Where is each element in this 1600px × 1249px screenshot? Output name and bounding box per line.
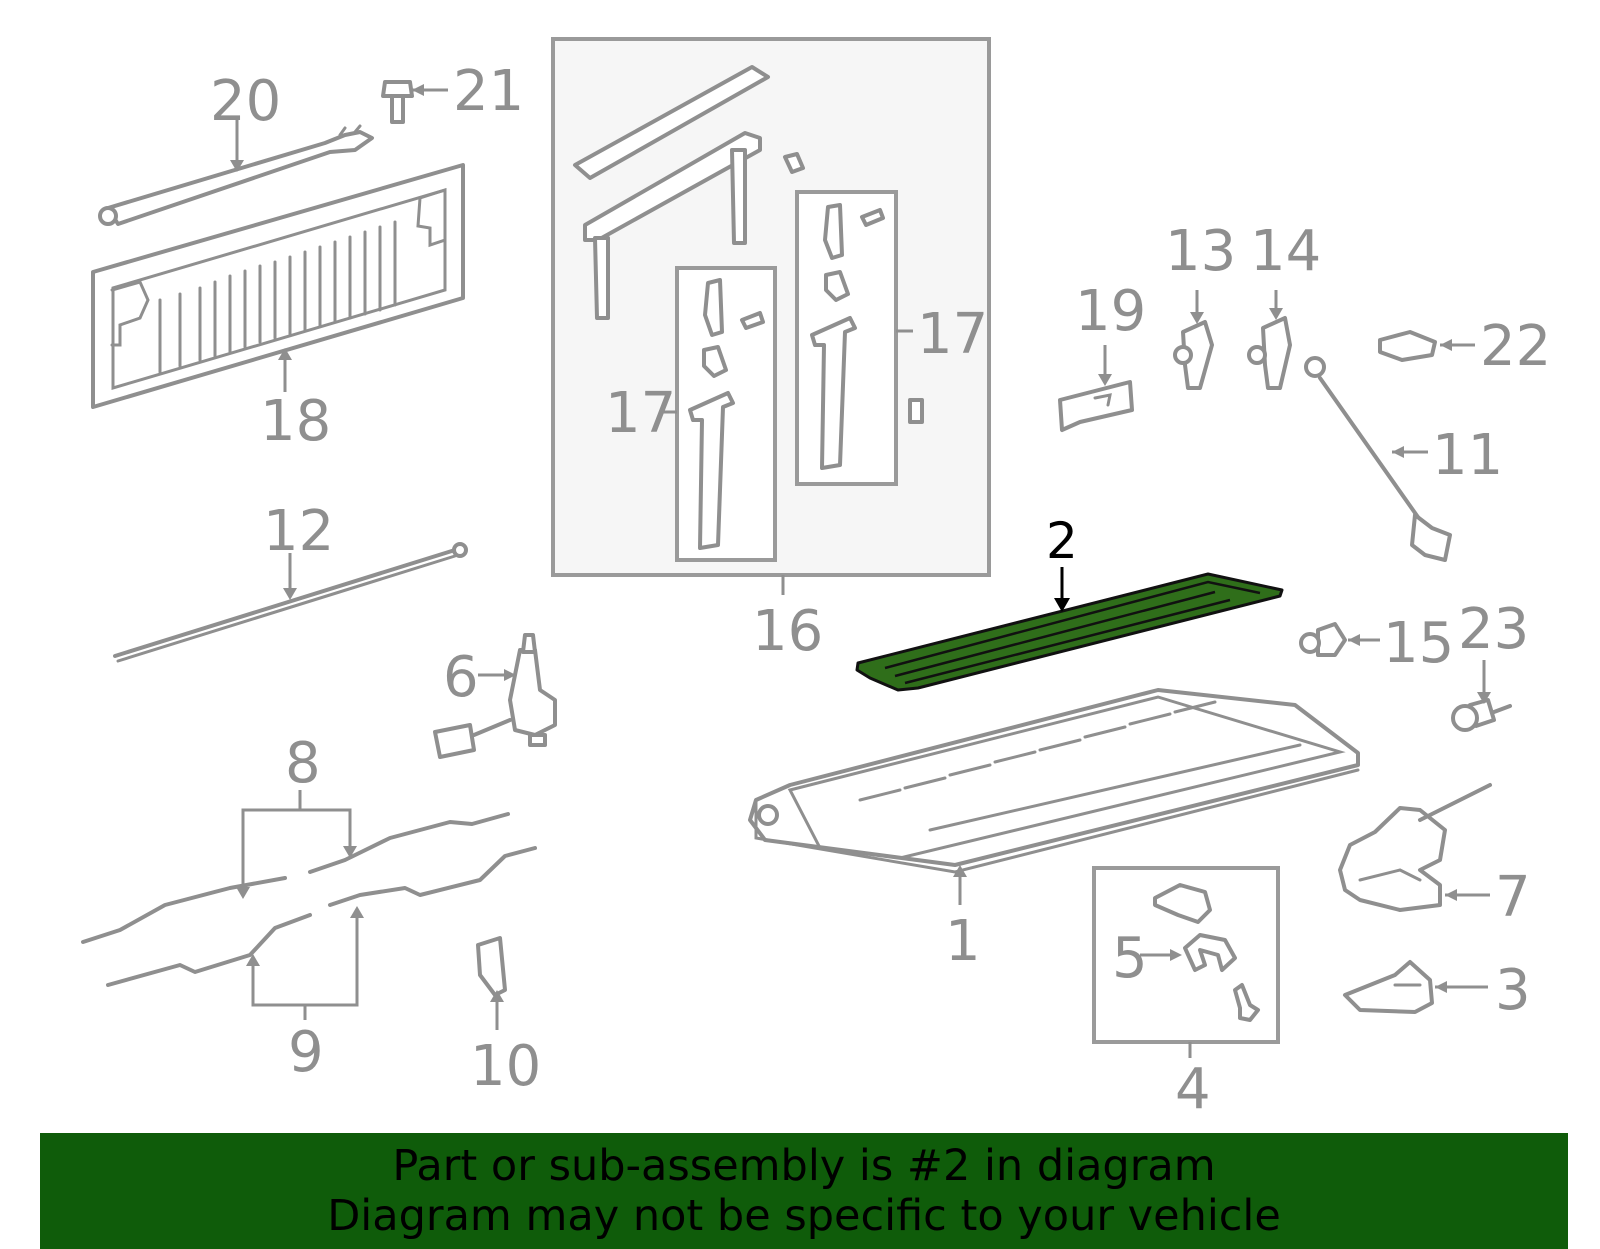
arrow-21 [412, 84, 424, 96]
callout-14[interactable]: 14 [1250, 219, 1321, 284]
callout-3[interactable]: 3 [1495, 958, 1531, 1023]
part-23-striker[interactable] [1451, 698, 1512, 732]
arrow-7 [1445, 889, 1457, 901]
arrow-20 [230, 160, 244, 172]
part-18-tailgate-panel[interactable] [91, 163, 465, 409]
part-9-rods[interactable] [106, 846, 537, 987]
part-8-rods[interactable] [81, 812, 510, 944]
part-10-clip[interactable] [476, 936, 507, 997]
callout-22[interactable]: 22 [1480, 314, 1551, 379]
info-banner: Part or sub-assembly is #2 in diagram Di… [40, 1133, 1568, 1249]
callout-6[interactable]: 6 [443, 645, 479, 710]
panel-ribs [158, 220, 397, 374]
part-16-top-cap[interactable] [573, 65, 805, 320]
callout-17b[interactable]: 17 [917, 302, 988, 367]
banner-line-1: Part or sub-assembly is #2 in diagram [392, 1141, 1216, 1191]
callout-19[interactable]: 19 [1075, 279, 1146, 344]
callout-12[interactable]: 12 [263, 499, 334, 564]
callout-2[interactable]: 2 [1046, 512, 1078, 570]
part-17-left-pillar-trim[interactable] [688, 278, 765, 550]
callout-10[interactable]: 10 [470, 1034, 541, 1099]
part-6-latch-switch[interactable] [433, 633, 557, 759]
leader-9 [251, 912, 359, 1007]
arrow-10 [490, 990, 504, 1002]
part-19-bracket[interactable] [1058, 380, 1134, 432]
callout-21[interactable]: 21 [453, 59, 524, 124]
part-21-screw[interactable] [381, 80, 414, 124]
arrow-5 [1170, 949, 1182, 961]
banner-line-2: Diagram may not be specific to your vehi… [327, 1191, 1281, 1241]
part-15-bolt[interactable] [1299, 622, 1347, 657]
part-13-hinge[interactable] [1173, 320, 1214, 390]
arrow-14 [1269, 308, 1283, 320]
callout-4[interactable]: 4 [1175, 1057, 1211, 1122]
arrow-18 [278, 348, 292, 360]
leader-8 [241, 808, 352, 895]
part-2-highlighted-cover[interactable] [855, 572, 1284, 692]
tailgate-slots [858, 700, 1217, 802]
arrow-9a [246, 954, 260, 966]
arrow-23 [1477, 692, 1491, 704]
part-12-rod[interactable] [113, 542, 468, 663]
arrow-1 [953, 865, 967, 877]
part-17-right-pillar-trim[interactable] [810, 203, 924, 470]
callout-5[interactable]: 5 [1112, 926, 1148, 991]
arrow-8b [343, 846, 357, 858]
arrow-6 [504, 669, 516, 681]
part-22-pad[interactable] [1378, 330, 1437, 362]
callout-1[interactable]: 1 [945, 909, 981, 974]
callout-8[interactable]: 8 [285, 731, 321, 796]
arrow-22 [1440, 339, 1452, 351]
callout-17a[interactable]: 17 [605, 381, 676, 446]
arrow-13 [1190, 312, 1204, 324]
part-11-cable[interactable] [1304, 356, 1452, 562]
callout-16[interactable]: 16 [752, 599, 823, 664]
arrow-8a [236, 887, 250, 899]
arrow-9b [350, 906, 364, 918]
arrow-12 [283, 588, 297, 600]
part-3-cover[interactable] [1343, 960, 1434, 1014]
arrow-2 [1054, 598, 1070, 612]
part-1-tailgate-outer[interactable] [748, 688, 1360, 874]
arrow-15 [1348, 634, 1360, 646]
callout-11[interactable]: 11 [1432, 423, 1503, 488]
callout-13[interactable]: 13 [1165, 219, 1236, 284]
callout-9[interactable]: 9 [288, 1020, 324, 1085]
part-7-latch[interactable] [1338, 783, 1492, 912]
part-20-rail[interactable] [98, 124, 374, 226]
part-14-hinge[interactable] [1247, 316, 1292, 390]
callout-23[interactable]: 23 [1458, 597, 1529, 662]
callout-7[interactable]: 7 [1495, 865, 1531, 930]
part-4-hardware[interactable] [1153, 883, 1260, 1022]
arrow-11 [1392, 446, 1404, 458]
callout-18[interactable]: 18 [260, 389, 331, 454]
callout-15[interactable]: 15 [1383, 611, 1454, 676]
arrow-19 [1098, 374, 1112, 386]
callout-20[interactable]: 20 [210, 69, 281, 134]
arrow-3 [1435, 981, 1447, 993]
